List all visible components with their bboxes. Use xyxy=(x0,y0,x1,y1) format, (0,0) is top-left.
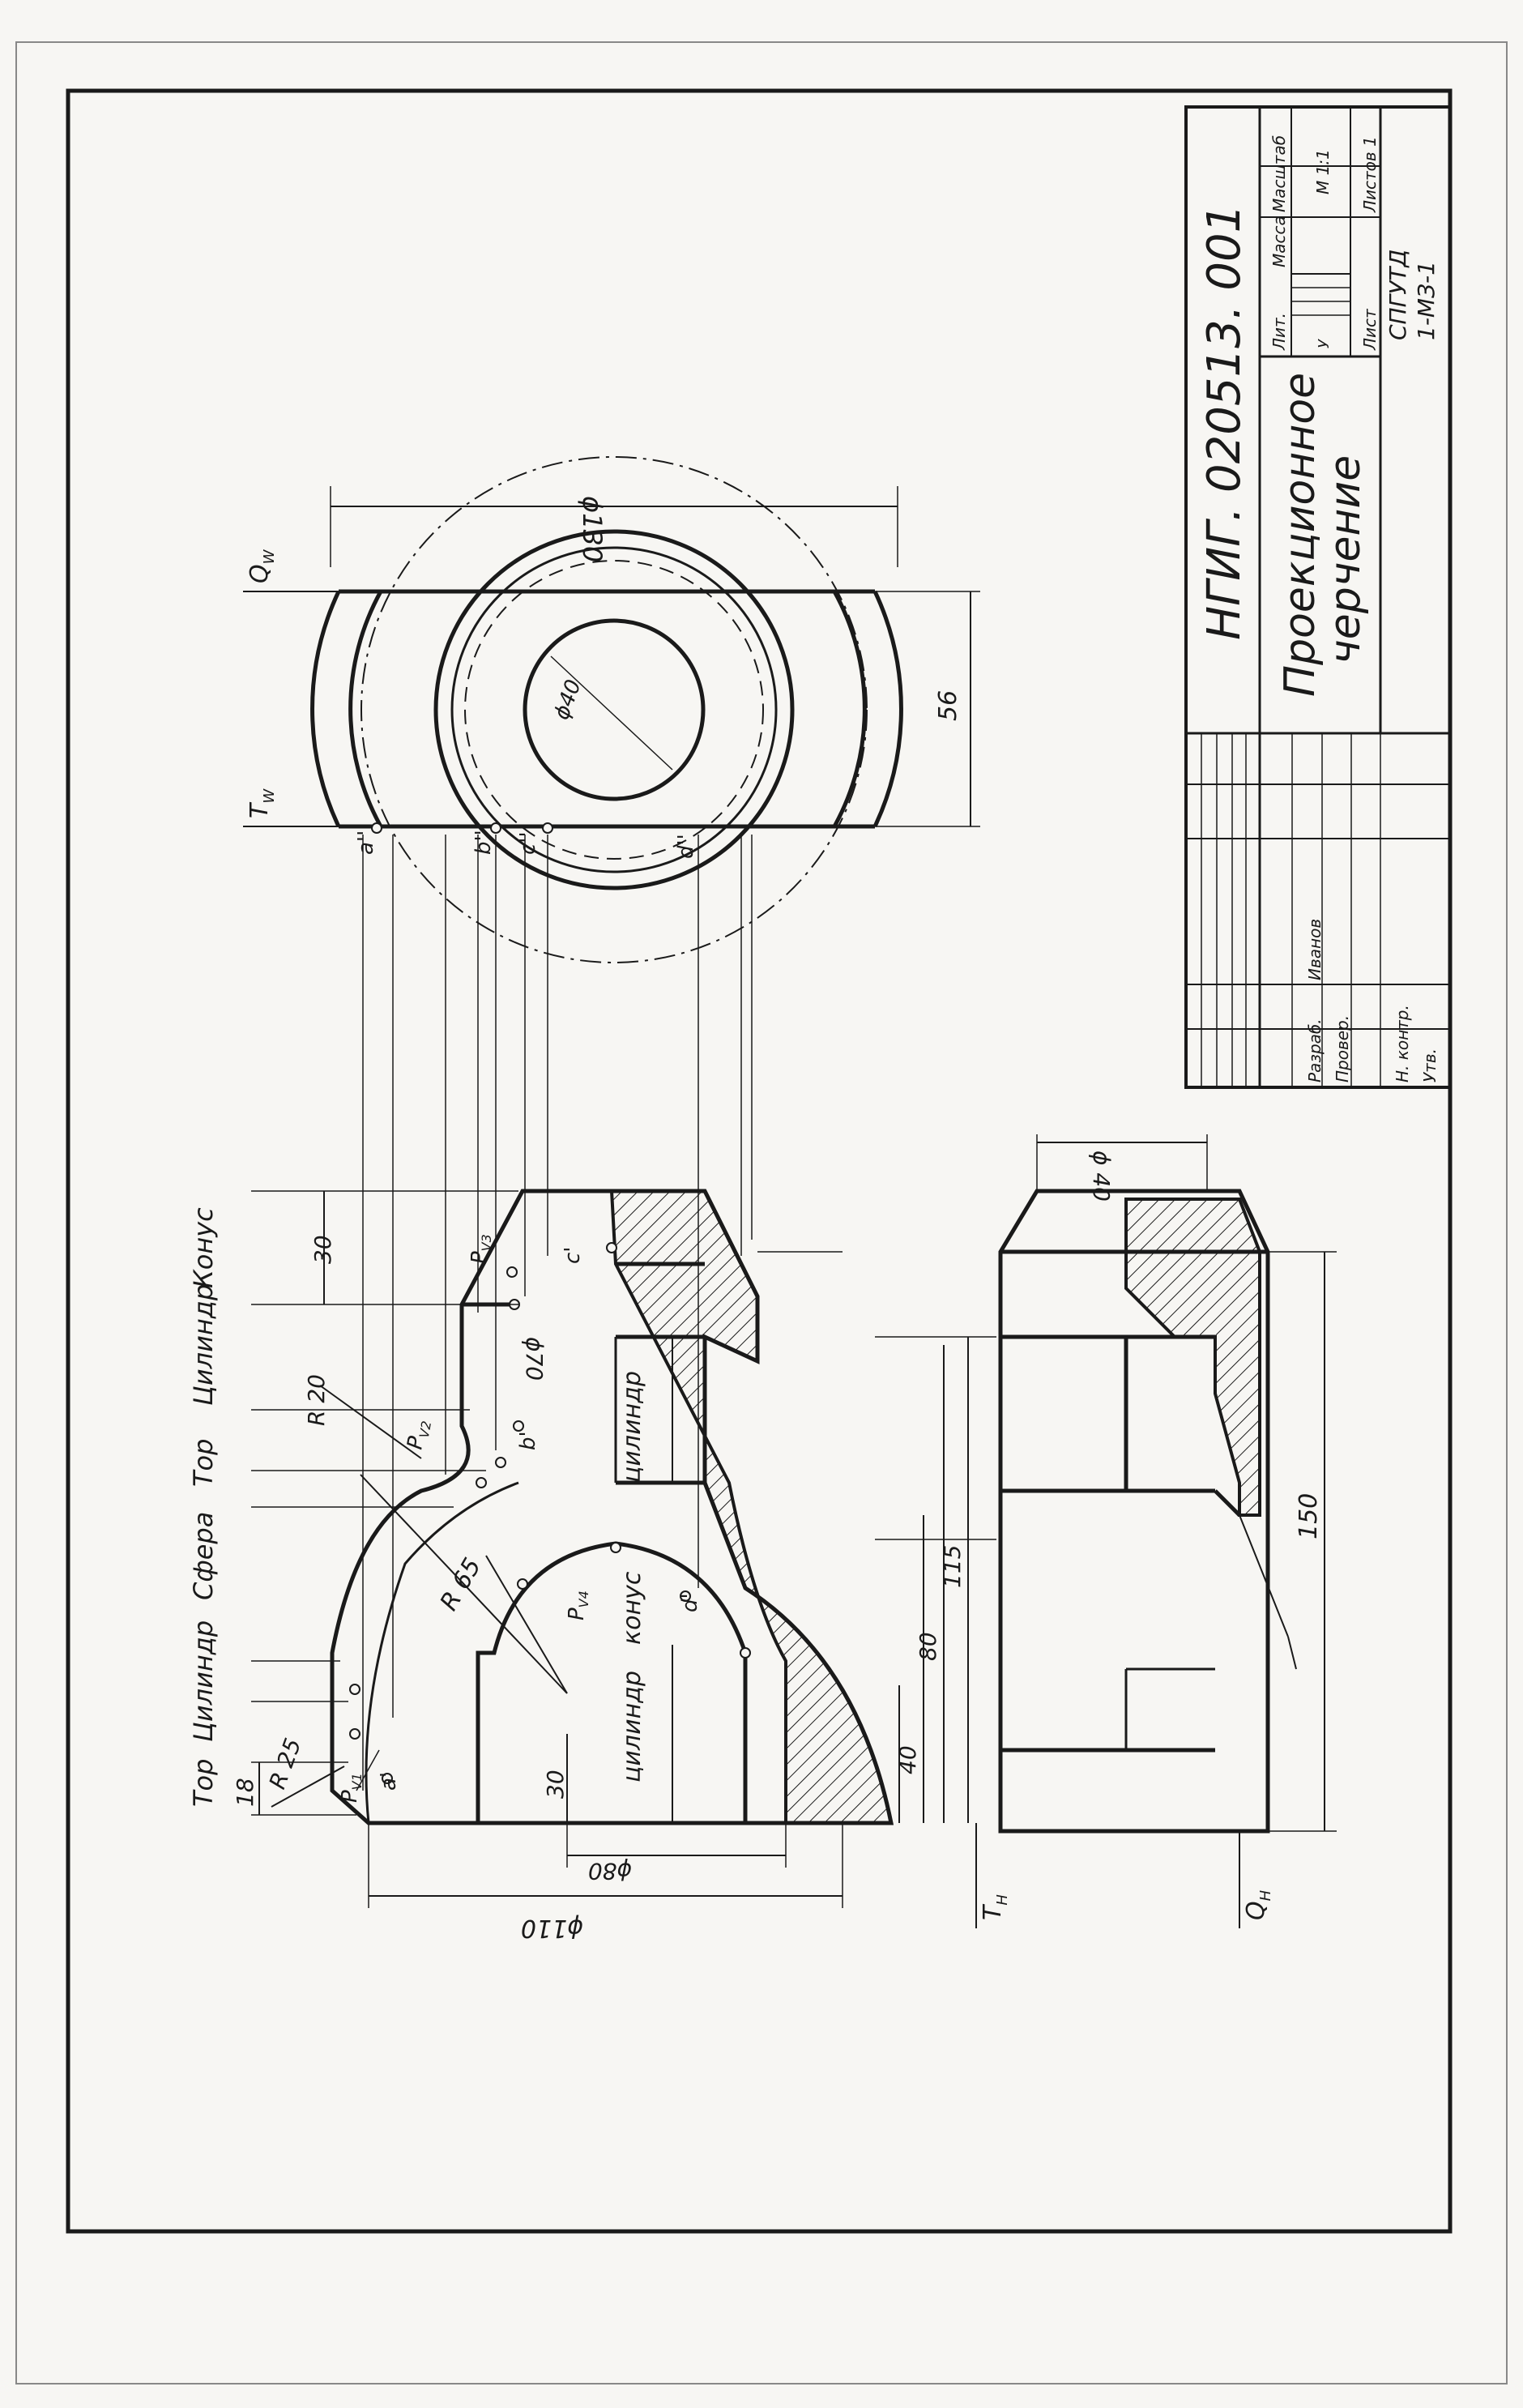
section-cylinder-2: Цилиндр xyxy=(188,1284,219,1406)
pt-a2: a'' xyxy=(354,830,378,855)
drawing-frame xyxy=(66,88,1453,2234)
top-view-hatch xyxy=(1124,1198,1261,1517)
section-tor-1: Тор xyxy=(188,1759,219,1807)
title-line-2: черчение xyxy=(1321,455,1370,664)
dim-30-top: 30 xyxy=(309,1235,336,1264)
dim-80: 80 xyxy=(915,1632,941,1661)
org-line-1: СПГУТД xyxy=(1384,250,1411,340)
inner-cone: конус xyxy=(618,1571,646,1645)
sheet-edge xyxy=(15,41,1508,2385)
pv1-label: PV1 xyxy=(338,1773,365,1803)
tw-label: TW xyxy=(245,788,278,818)
pt-b2: b'' xyxy=(471,830,496,855)
col-masshtab: Масштаб xyxy=(1269,135,1289,212)
sheet-label: Лист xyxy=(1360,308,1380,351)
title-line-1: Проекционное xyxy=(1276,373,1325,697)
col-massa: Масса xyxy=(1269,216,1289,267)
section-sphere: Сфера xyxy=(188,1512,219,1600)
dim-18: 18 xyxy=(232,1778,258,1807)
top-view: ϕ 40 150 QH xyxy=(998,1134,1337,1928)
col-lit: Лит. xyxy=(1269,313,1289,351)
inner-cylinder-2: цилиндр xyxy=(618,1371,646,1483)
profile-view: ϕ130 ϕ40 56 QW TW a'' b'' c'' d'' xyxy=(243,456,980,963)
pv2-label: PV2 xyxy=(403,1418,434,1452)
section-tor-2: Тор xyxy=(188,1439,219,1487)
pt-d1: d' xyxy=(678,1593,702,1612)
dim-56-label: 56 xyxy=(934,690,962,721)
phi80-label: ϕ80 xyxy=(588,1858,632,1885)
pt-a1: a' xyxy=(377,1772,401,1791)
pv4-label: PV4 xyxy=(565,1590,591,1620)
projection-lines xyxy=(356,835,753,1791)
org-line-2: 1-МЗ-1 xyxy=(1413,261,1440,340)
phi40-circle-label: ϕ40 xyxy=(549,677,586,723)
title-block: НГИГ. 020513. 001 Проекционное черчение … xyxy=(1184,105,1452,1089)
qw-label: QW xyxy=(245,549,278,583)
inner-cylinder-1: цилиндр xyxy=(618,1671,646,1783)
scale-value: М 1:1 xyxy=(1313,149,1333,194)
dim-115: 115 xyxy=(939,1545,966,1588)
role-check: Провер. xyxy=(1333,1015,1352,1082)
front-view: Тор Цилиндр Сфера Тор Цилиндр Конус цили… xyxy=(188,1189,1011,1942)
role-develop: Разраб. xyxy=(1305,1018,1325,1082)
pt-c2: c'' xyxy=(516,831,540,855)
dim-150: 150 xyxy=(1295,1493,1323,1539)
dim-40: 40 xyxy=(894,1745,921,1774)
r20-label: R 20 xyxy=(303,1374,330,1426)
sheets-label: Листов 1 xyxy=(1360,136,1380,213)
pt-d2: d'' xyxy=(674,834,698,859)
th-label: TH xyxy=(979,1894,1011,1920)
phi130-label: ϕ130 xyxy=(577,496,608,562)
pv3-label: PV3 xyxy=(467,1234,494,1264)
phi40-bottom-label: ϕ 40 xyxy=(1088,1151,1115,1202)
role-approve: Утв. xyxy=(1420,1048,1440,1082)
phi110-label: ϕ110 xyxy=(521,1914,583,1942)
pt-b1: b' xyxy=(516,1431,540,1450)
doc-code: НГИГ. 020513. 001 xyxy=(1198,204,1251,640)
qh-label: QH xyxy=(1242,1889,1274,1920)
phi70-label: ϕ70 xyxy=(521,1337,548,1381)
section-cylinder-1: Цилиндр xyxy=(188,1620,219,1742)
lit-value: У xyxy=(1316,339,1333,348)
r25-label: R 25 xyxy=(264,1735,307,1792)
role-norm: Н. контр. xyxy=(1393,1005,1412,1082)
pt-c1: c' xyxy=(561,1247,585,1264)
dim-30-inner: 30 xyxy=(542,1770,569,1799)
section-cone: Конус xyxy=(188,1207,219,1288)
developer-name: Иванов xyxy=(1305,919,1325,980)
